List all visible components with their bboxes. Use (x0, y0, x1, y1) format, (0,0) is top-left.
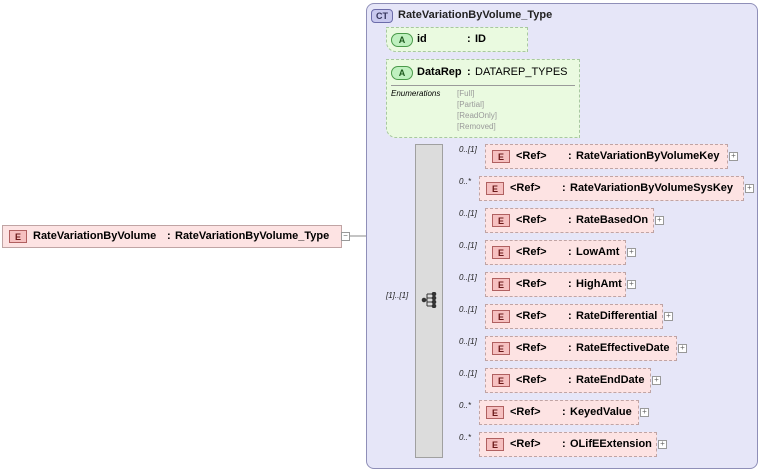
enum-value: [Full] (457, 89, 475, 98)
expand-icon[interactable]: + (655, 216, 664, 225)
element-ref: <Ref> (516, 150, 547, 162)
attribute-id[interactable]: A id : ID (386, 27, 528, 52)
enum-divider (391, 85, 575, 86)
element-ref: <Ref> (516, 374, 547, 386)
element-ref: <Ref> (516, 214, 547, 226)
element-badge: E (492, 342, 510, 355)
element-separator: : (568, 150, 572, 162)
attribute-separator: : (467, 66, 471, 78)
element-RateEffectiveDate[interactable]: E <Ref>: RateEffectiveDate (485, 336, 677, 361)
element-RateVariationByVolumeSysKey[interactable]: E <Ref>: RateVariationByVolumeSysKey (479, 176, 744, 201)
element-ref: <Ref> (510, 438, 541, 450)
element-RateBasedOn[interactable]: E <Ref>: RateBasedOn (485, 208, 654, 233)
attribute-badge: A (391, 66, 413, 80)
element-separator: : (562, 182, 566, 194)
element-separator: : (568, 278, 572, 290)
collapse-icon[interactable]: − (341, 232, 350, 241)
expand-icon[interactable]: + (640, 408, 649, 417)
element-separator: : (568, 342, 572, 354)
element-name: RateEndDate (576, 374, 645, 386)
element-separator: : (568, 214, 572, 226)
element-KeyedValue[interactable]: E <Ref>: KeyedValue (479, 400, 639, 425)
element-OLifEExtension[interactable]: E <Ref>: OLifEExtension (479, 432, 657, 457)
element-occurrence: 0..* (459, 401, 472, 410)
attribute-name: id (417, 33, 427, 45)
element-separator: : (562, 406, 566, 418)
element-name: RateEffectiveDate (576, 342, 670, 354)
element-separator: : (568, 246, 572, 258)
attribute-separator: : (467, 33, 471, 45)
element-ref: <Ref> (516, 278, 547, 290)
element-badge: E (492, 374, 510, 387)
element-separator: : (568, 374, 572, 386)
expand-icon[interactable]: + (652, 376, 661, 385)
expand-icon[interactable]: + (745, 184, 754, 193)
element-badge: E (486, 182, 504, 195)
element-ref: <Ref> (516, 246, 547, 258)
element-badge: E (492, 150, 510, 163)
expand-icon[interactable]: + (627, 280, 636, 289)
enum-value: [Removed] (457, 122, 496, 131)
complex-type-name: RateVariationByVolume_Type (398, 9, 553, 21)
element-name: LowAmt (576, 246, 620, 258)
element-occurrence: 0..* (459, 433, 472, 442)
element-badge: E (486, 438, 504, 451)
element-badge: E (492, 310, 510, 323)
enumerations-label: Enumerations (391, 89, 441, 98)
element-RateDifferential[interactable]: E <Ref>: RateDifferential (485, 304, 663, 329)
element-occurrence: 0..[1] (459, 209, 477, 218)
element-occurrence: 0..[1] (459, 145, 477, 154)
element-LowAmt[interactable]: E <Ref>: LowAmt (485, 240, 626, 265)
element-occurrence: 0..[1] (459, 241, 477, 250)
attribute-type: DATAREP_TYPES (475, 66, 568, 78)
element-occurrence: 0..[1] (459, 337, 477, 346)
expand-icon[interactable]: + (729, 152, 738, 161)
element-occurrence: 0..[1] (459, 273, 477, 282)
element-RateVariationByVolumeKey[interactable]: E <Ref>: RateVariationByVolumeKey (485, 144, 728, 169)
enum-value: [ReadOnly] (457, 111, 498, 120)
element-ref: <Ref> (516, 310, 547, 322)
expand-icon[interactable]: + (678, 344, 687, 353)
attribute-datarep[interactable]: A DataRep : DATAREP_TYPES Enumerations [… (386, 59, 580, 138)
sequence-compositor[interactable] (415, 144, 443, 458)
element-separator: : (562, 438, 566, 450)
sequence-occurrence: [1]..[1] (386, 291, 409, 300)
element-RateEndDate[interactable]: E <Ref>: RateEndDate (485, 368, 651, 393)
element-name: RateBasedOn (576, 214, 649, 226)
element-name: KeyedValue (570, 406, 632, 418)
element-ref: <Ref> (510, 406, 541, 418)
element-HighAmt[interactable]: E <Ref>: HighAmt (485, 272, 626, 297)
sequence-icon (421, 292, 437, 308)
element-ref: <Ref> (516, 342, 547, 354)
element-occurrence: 0..* (459, 177, 472, 186)
root-element[interactable]: E RateVariationByVolume : RateVariationB… (2, 225, 342, 248)
root-element-type: RateVariationByVolume_Type (175, 230, 330, 242)
attribute-type: ID (475, 33, 486, 45)
attribute-name: DataRep (417, 66, 462, 78)
element-badge: E (486, 406, 504, 419)
complex-type-badge: CT (371, 9, 393, 23)
element-badge: E (492, 278, 510, 291)
root-element-name: RateVariationByVolume (33, 230, 157, 242)
element-name: RateVariationByVolumeSysKey (570, 182, 734, 194)
element-name: RateDifferential (576, 310, 658, 322)
element-name: OLifEExtension (570, 438, 652, 450)
element-ref: <Ref> (510, 182, 541, 194)
element-occurrence: 0..[1] (459, 305, 477, 314)
element-badge: E (492, 214, 510, 227)
element-name: RateVariationByVolumeKey (576, 150, 720, 162)
element-badge: E (492, 246, 510, 259)
expand-icon[interactable]: + (664, 312, 673, 321)
element-occurrence: 0..[1] (459, 369, 477, 378)
attribute-badge: A (391, 33, 413, 47)
expand-icon[interactable]: + (627, 248, 636, 257)
enum-value: [Partial] (457, 100, 485, 109)
element-badge: E (9, 230, 27, 243)
element-separator: : (568, 310, 572, 322)
root-element-separator: : (167, 230, 171, 242)
element-name: HighAmt (576, 278, 622, 290)
expand-icon[interactable]: + (658, 440, 667, 449)
